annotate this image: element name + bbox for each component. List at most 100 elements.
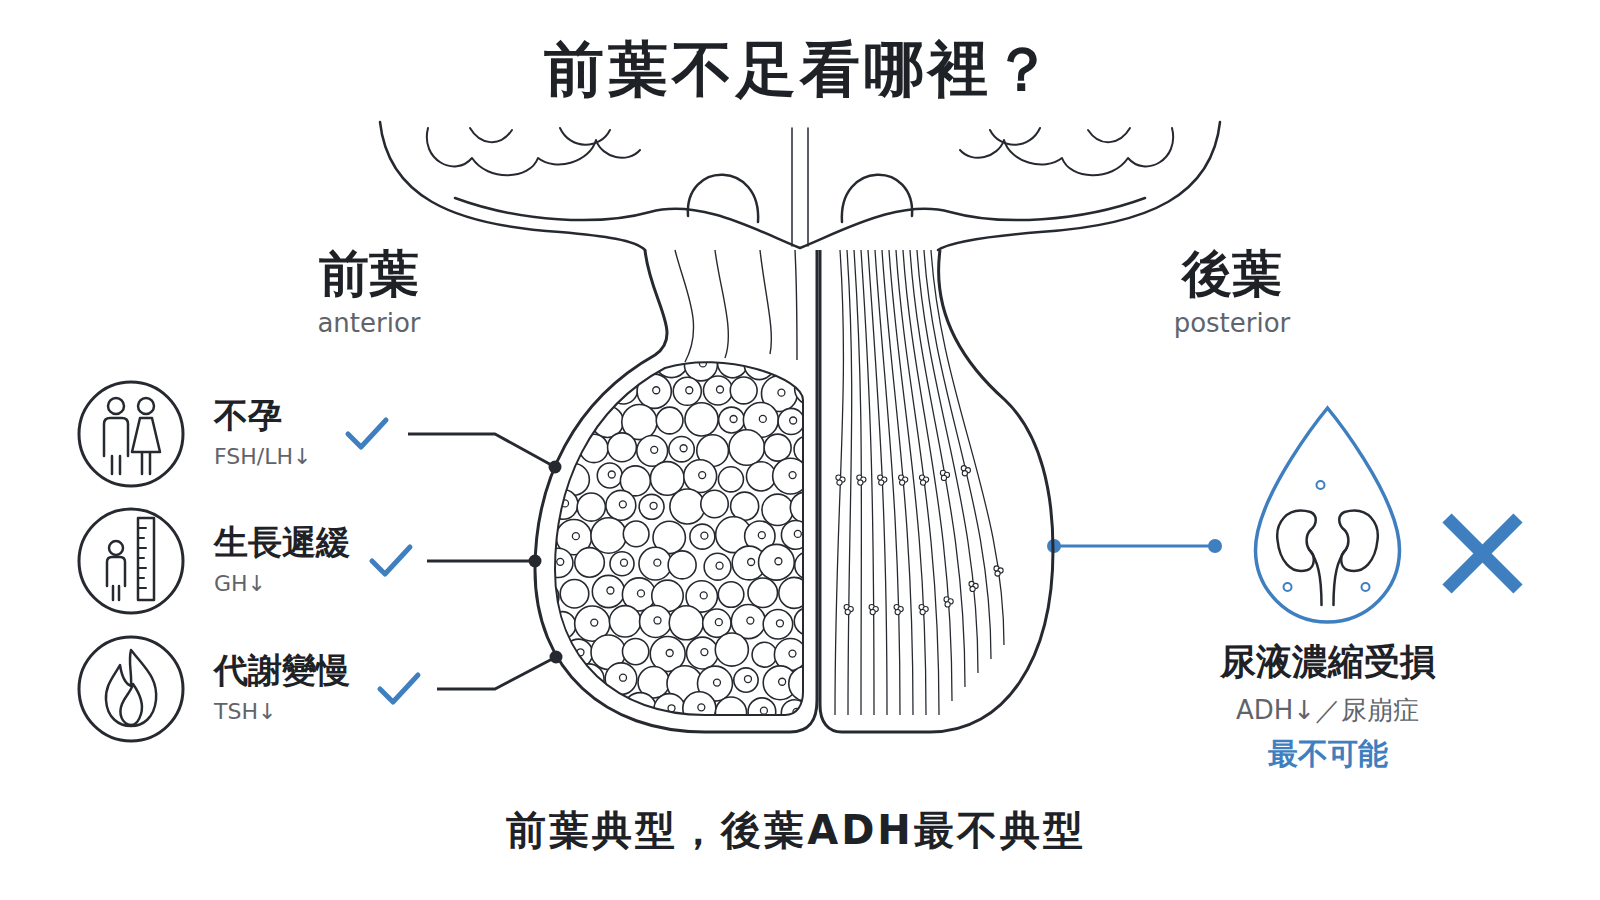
- nerve-fibre: [917, 250, 978, 673]
- cell-nucleus: [699, 360, 706, 367]
- cell-nucleus: [821, 704, 828, 711]
- droplet-bubble: [1317, 481, 1325, 489]
- gland-cell: [610, 552, 634, 576]
- nerve-fibre: [882, 250, 913, 715]
- herring-body: [945, 602, 950, 607]
- gland-cell: [759, 544, 795, 580]
- symptom-name: 不孕: [214, 395, 311, 436]
- gland-cell: [746, 462, 775, 491]
- nerve-fibre: [903, 250, 952, 701]
- text-block: 代謝變慢TSH↓: [214, 650, 350, 725]
- gland-cell: [719, 407, 745, 433]
- caption: 前葉典型，後葉ADH最不典型: [0, 806, 1592, 854]
- nerve-fibre: [847, 250, 852, 715]
- gland-cell: [639, 494, 664, 519]
- lobe-shape: [820, 250, 1054, 735]
- cell-nucleus: [715, 619, 722, 626]
- lobe-name: 前葉: [269, 244, 469, 304]
- cell-nucleus: [670, 356, 677, 363]
- nerve-fibre: [924, 250, 991, 659]
- growth-icon: [107, 518, 154, 600]
- gland-cell: [686, 637, 718, 669]
- gland-cell: [597, 463, 622, 488]
- cell-nucleus: [541, 358, 548, 365]
- herring-body: [962, 471, 967, 476]
- cell-nucleus: [794, 530, 801, 537]
- posterior-lobe: 後葉posterior: [820, 250, 1054, 735]
- gland-cell: [575, 548, 605, 578]
- connector-dot: [1208, 539, 1222, 553]
- stalk-fibre: [715, 250, 728, 358]
- lobe-outline: [535, 250, 817, 732]
- brain-fold: [427, 128, 640, 175]
- gland-cell: [623, 521, 649, 547]
- check-stroke: [372, 547, 410, 574]
- droplet-bubble: [1362, 583, 1370, 591]
- gland-cell: [544, 548, 573, 577]
- cell-nucleus: [744, 676, 751, 683]
- droplet-bubble: [1284, 583, 1292, 591]
- cell-nucleus: [621, 559, 628, 566]
- cell-nucleus: [760, 707, 767, 714]
- callout-detail: ADH↓／尿崩症: [1168, 695, 1488, 726]
- brain-fold: [1088, 128, 1130, 142]
- gland-cell: [779, 577, 810, 608]
- stalk-fibre: [675, 250, 694, 362]
- gland-cell: [673, 377, 701, 405]
- cell-nucleus: [758, 360, 765, 367]
- gland-cell: [669, 606, 703, 640]
- gland-cell: [685, 403, 718, 436]
- gland-cell: [526, 346, 559, 379]
- cell-nucleus: [666, 650, 673, 657]
- cell-nucleus: [779, 678, 786, 685]
- cell-nucleus: [701, 532, 708, 539]
- leader-connector: [1054, 545, 1215, 548]
- cell-nucleus: [557, 558, 564, 565]
- cell-nucleus: [778, 389, 785, 396]
- cell-nucleus: [698, 704, 705, 711]
- nerve-fibre: [861, 250, 874, 715]
- cell-nucleus: [758, 532, 765, 539]
- gland-cell: [718, 582, 744, 608]
- gland-cell: [828, 665, 856, 693]
- deficiency-item: 代謝變慢TSH↓: [76, 634, 437, 744]
- cell-nucleus: [793, 355, 800, 362]
- cell-nucleus: [608, 471, 615, 478]
- icon-circle: [79, 509, 183, 613]
- gland-cell: [549, 612, 576, 639]
- ventricle-line: [791, 128, 793, 246]
- gland-cell: [655, 344, 689, 378]
- connector-group: [437, 651, 563, 690]
- woman-body: [132, 418, 160, 474]
- cell-nucleus: [824, 531, 831, 538]
- gland-cell: [684, 460, 717, 493]
- gland-cell: [529, 582, 559, 612]
- cell-nucleus: [607, 587, 614, 594]
- herring-body: [870, 610, 875, 615]
- leader-connector: [427, 560, 535, 563]
- title: 前葉不足看哪裡？: [0, 33, 1600, 105]
- cell-nucleus: [574, 360, 581, 367]
- gland-cell: [778, 408, 804, 434]
- gland-cell: [560, 579, 589, 608]
- cell-nucleus: [776, 620, 783, 627]
- gland-cell: [595, 349, 624, 378]
- cell-nucleus: [825, 355, 832, 362]
- brain-fold: [990, 128, 1040, 145]
- connector-group: [408, 434, 562, 474]
- gland-cell: [806, 459, 841, 494]
- gland-cell: [670, 489, 705, 524]
- icon-circles: [79, 382, 183, 741]
- flame-icon: [106, 650, 156, 726]
- gland-cell: [534, 697, 560, 723]
- gland-cell: [764, 434, 791, 461]
- gland-cell: [748, 698, 776, 726]
- herring-body: [879, 480, 884, 485]
- woman-head: [138, 398, 154, 414]
- gland-cell: [718, 467, 743, 492]
- gland-cell: [542, 663, 573, 694]
- nerve-fibre: [931, 250, 1004, 645]
- deficiency-item: 不孕FSH/LH↓: [76, 379, 408, 489]
- brain-fold: [470, 128, 512, 142]
- connector-group: [1047, 539, 1222, 553]
